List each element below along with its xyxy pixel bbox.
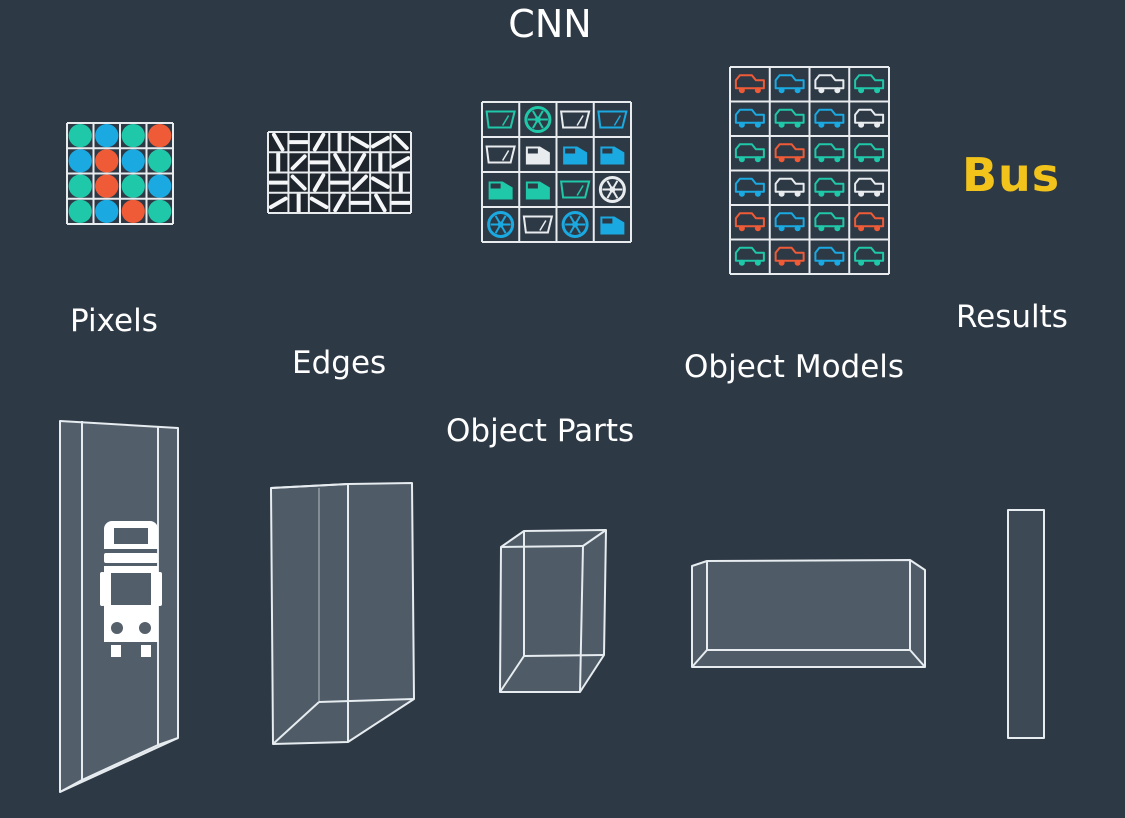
- edge-filter: [312, 173, 326, 192]
- vehicle-icon: [854, 246, 885, 266]
- vehicle-icon: [774, 246, 805, 266]
- door-part-icon: [563, 146, 588, 165]
- diagram-title: CNN: [508, 2, 592, 46]
- models-layer-box: [691, 559, 926, 668]
- vehicle-icon: [774, 74, 805, 94]
- door-part-icon: [600, 216, 625, 235]
- vehicle-icon: [854, 74, 885, 94]
- wheel-part-icon: [598, 176, 626, 203]
- windshield-part-icon: [522, 215, 554, 234]
- pixel-dot: [121, 124, 145, 148]
- wheel-part-icon: [487, 211, 515, 238]
- edge-filter: [351, 174, 368, 191]
- edge-filter: [333, 193, 346, 213]
- pixel-dot: [121, 174, 145, 198]
- edges-grid: [267, 131, 412, 214]
- pixel-dot: [121, 149, 145, 173]
- vehicle-icon: [814, 143, 845, 163]
- vehicle-icon: [734, 108, 765, 128]
- pixel-dot: [68, 199, 92, 223]
- door-part-icon: [525, 181, 550, 200]
- wheel-part-icon: [524, 106, 552, 133]
- result-word: Bus: [962, 148, 1061, 202]
- vehicle-icon: [854, 212, 885, 232]
- vehicle-icon: [734, 177, 765, 197]
- edge-filter: [290, 154, 307, 171]
- edge-filter: [350, 135, 370, 149]
- pixel-dot: [148, 174, 172, 198]
- windshield-part-icon: [559, 110, 591, 129]
- vehicle-icon: [774, 108, 805, 128]
- door-part-icon: [525, 146, 550, 165]
- edge-filter: [353, 153, 367, 172]
- pixel-dot: [95, 199, 119, 223]
- vehicle-icon: [734, 143, 765, 163]
- label-pixels: Pixels: [70, 303, 158, 339]
- edge-filter: [392, 134, 409, 151]
- vehicle-icon: [774, 212, 805, 232]
- windshield-part-icon: [485, 145, 516, 164]
- pixel-dot: [95, 149, 119, 173]
- object-parts-grid: [481, 101, 632, 243]
- windshield-part-icon: [559, 180, 591, 199]
- label-object-parts: Object Parts: [446, 413, 635, 449]
- vehicle-icon: [814, 74, 845, 94]
- edge-filter: [268, 196, 288, 210]
- vehicle-icon: [734, 246, 765, 266]
- vehicle-icon: [734, 74, 765, 94]
- edges-layer-box: [270, 482, 415, 745]
- vehicle-icon: [854, 143, 885, 163]
- edge-filter: [309, 196, 329, 210]
- pixel-dot: [148, 199, 172, 223]
- door-part-icon: [600, 146, 625, 165]
- door-part-icon: [488, 181, 513, 200]
- vehicle-icon: [814, 108, 845, 128]
- vehicle-icon: [774, 143, 805, 163]
- vehicle-icon: [774, 177, 805, 197]
- windshield-part-icon: [485, 110, 516, 129]
- pixels-grid: [66, 122, 174, 225]
- label-object-models: Object Models: [684, 349, 905, 385]
- pixel-dot: [148, 149, 172, 173]
- vehicle-icon: [854, 177, 885, 197]
- vehicle-icon: [814, 212, 845, 232]
- pixel-dot: [68, 149, 92, 173]
- vehicle-icon: [814, 246, 845, 266]
- pixel-dot: [95, 124, 119, 148]
- object-models-grid: [729, 66, 890, 275]
- edge-filter: [374, 193, 387, 213]
- windshield-part-icon: [597, 110, 628, 129]
- edge-filter: [312, 132, 326, 152]
- pixel-dot: [148, 124, 172, 148]
- label-edges: Edges: [292, 345, 387, 381]
- pixel-dot: [121, 199, 145, 223]
- pixel-dot: [95, 174, 119, 198]
- parts-layer-box: [499, 529, 607, 693]
- edge-filter: [271, 132, 285, 152]
- results-layer-box: [1007, 509, 1045, 739]
- vehicle-icon: [734, 212, 765, 232]
- vehicle-icon: [814, 177, 845, 197]
- pixel-dot: [68, 174, 92, 198]
- bus-icon: [100, 521, 162, 657]
- label-results: Results: [956, 299, 1068, 335]
- edge-filter: [370, 176, 390, 189]
- edge-filter: [370, 135, 390, 149]
- vehicle-icon: [854, 108, 885, 128]
- wheel-part-icon: [561, 211, 589, 238]
- edge-filter: [333, 153, 346, 172]
- edge-filter: [391, 156, 411, 169]
- pixel-dot: [68, 124, 92, 148]
- edge-filter: [290, 174, 307, 191]
